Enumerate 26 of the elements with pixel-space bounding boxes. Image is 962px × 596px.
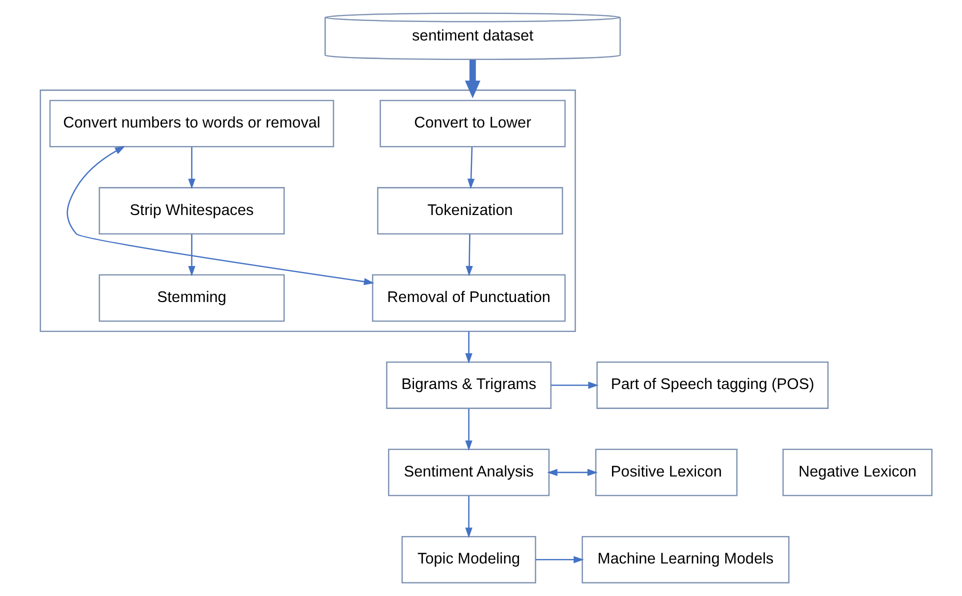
arrow — [536, 556, 584, 564]
node-box: Topic Modeling — [401, 536, 536, 584]
node-box: Part of Speech tagging (POS) — [596, 362, 829, 409]
node-box: Tokenization — [377, 187, 564, 234]
arrow — [465, 496, 472, 538]
arrow — [465, 331, 472, 364]
arrow — [551, 382, 598, 389]
arrow — [467, 147, 475, 190]
cluster — [40, 90, 576, 332]
node-box: Negative Lexicon — [782, 448, 933, 496]
node-box: Convert numbers to words or removal — [49, 100, 334, 148]
arrow — [66, 146, 374, 286]
arrow — [464, 60, 480, 98]
node-box: Machine Learning Models — [582, 536, 790, 584]
node-box: Stemming — [98, 274, 285, 322]
arrow — [466, 234, 473, 276]
node-box: Sentiment Analysis — [388, 448, 550, 496]
arrow — [188, 234, 196, 276]
node-box: Bigrams & Trigrams — [386, 362, 552, 409]
arrow — [547, 468, 598, 476]
node-box: Positive Lexicon — [595, 448, 738, 496]
arrow — [188, 147, 196, 190]
arrow — [465, 408, 472, 451]
node-box: Removal of Punctuation — [372, 274, 566, 322]
node-box: Convert to Lower — [380, 100, 566, 148]
node-box: Strip Whitespaces — [98, 187, 285, 234]
